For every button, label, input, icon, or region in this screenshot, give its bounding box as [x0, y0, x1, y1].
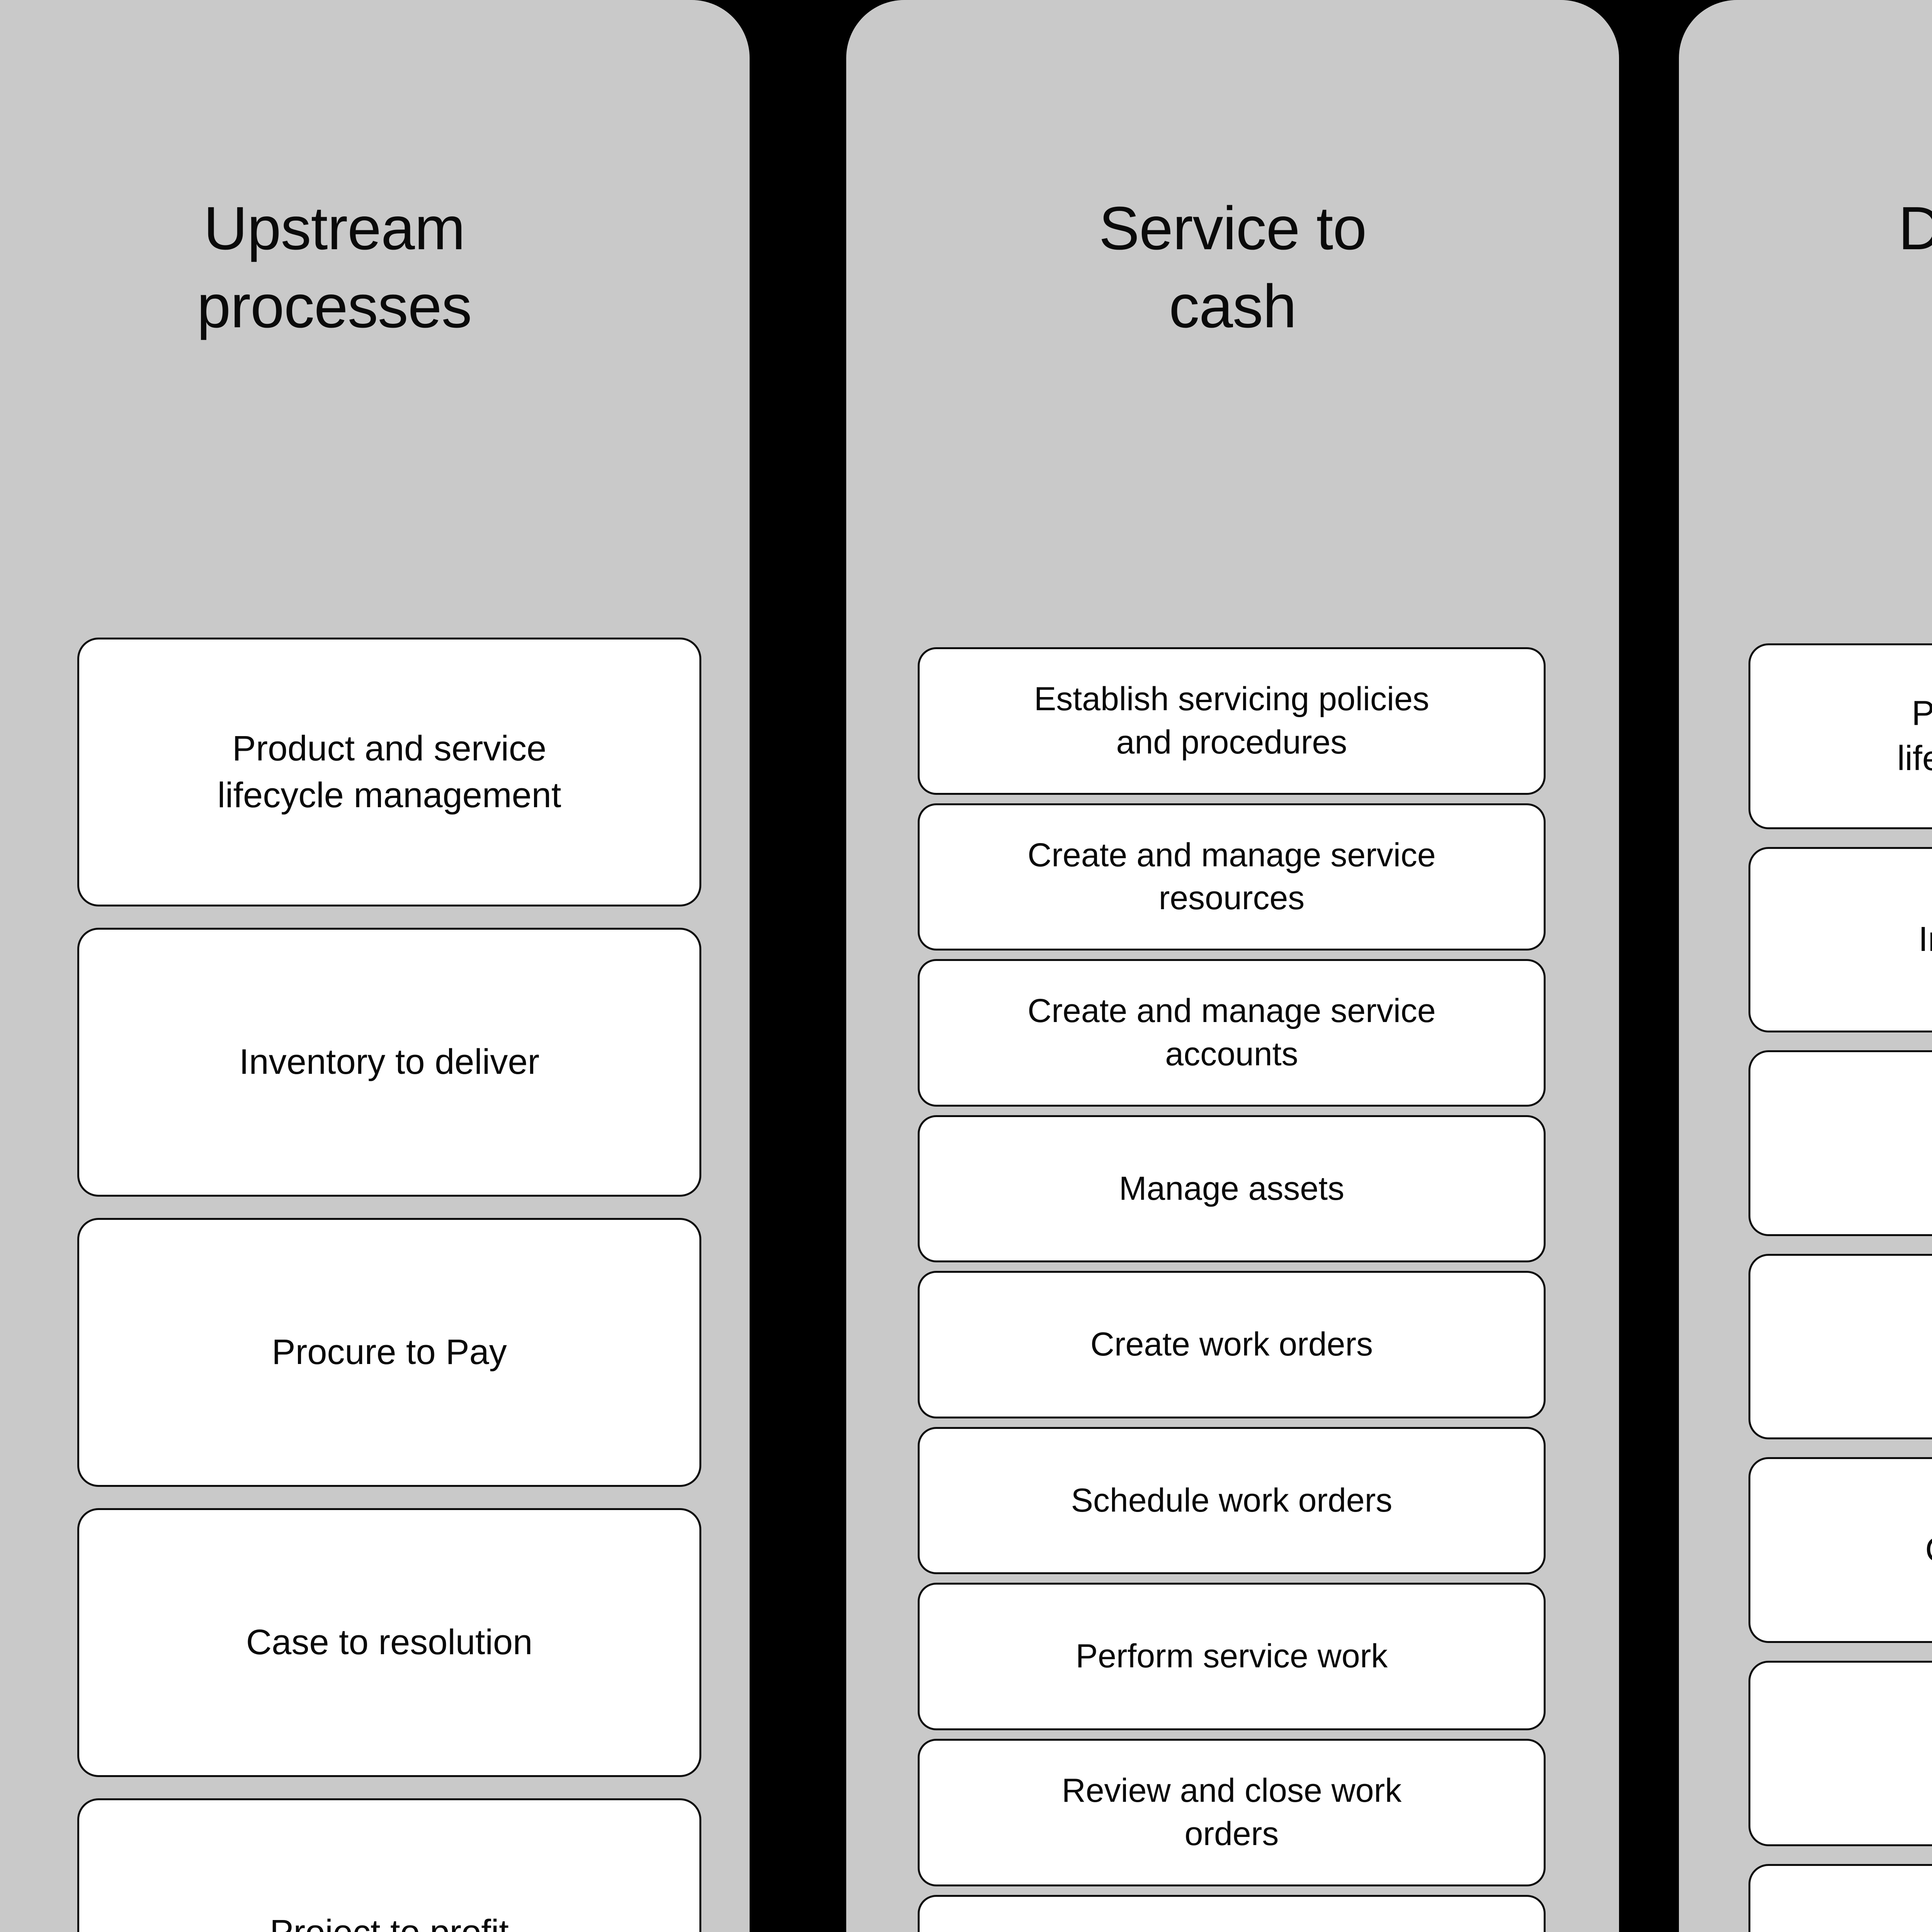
process-box[interactable]: Procure to Pay	[1748, 1253, 1932, 1440]
process-box-stack-service-to-cash: Establish servicing policies and procedu…	[918, 647, 1546, 1932]
process-box-label: Review and close work orders	[1061, 1772, 1402, 1852]
swimlane-downstream: Downstream processes Product and service…	[1679, 0, 1932, 1932]
process-box-label: Product and service lifecycle management	[217, 728, 561, 815]
process-box[interactable]: Case to resolution	[1748, 1457, 1932, 1643]
process-box-label: Schedule work orders	[1071, 1481, 1393, 1519]
process-box-label: Inventory to deliver	[1918, 920, 1932, 959]
process-box[interactable]: Project to profit	[77, 1798, 701, 1932]
process-box-label: Project to profit	[270, 1909, 509, 1932]
process-box[interactable]: Project to profit	[1748, 1660, 1932, 1847]
process-box-label: Perform service work	[1075, 1638, 1388, 1675]
process-box-label: Manage assets	[1119, 1170, 1345, 1207]
process-box-stack-downstream: Product and service lifecycle management…	[1748, 643, 1932, 1932]
process-box-label: Establish servicing policies and procedu…	[1034, 680, 1429, 761]
process-box-label: Create work orders	[1090, 1326, 1373, 1363]
swimlane-upstream: Upstream processes Product and service l…	[0, 0, 750, 1932]
process-box[interactable]: Analyze service operations	[918, 1895, 1546, 1932]
process-box-label: Case to resolution	[246, 1622, 533, 1662]
process-box-label: Create and manage service resources	[1027, 836, 1436, 917]
process-box[interactable]: Record to report	[1748, 1864, 1932, 1932]
process-box-label: Case to resolution	[1925, 1527, 1932, 1573]
process-box[interactable]: Product and service lifecycle management	[1748, 643, 1932, 829]
process-box[interactable]: Perform service work	[918, 1583, 1546, 1730]
process-box-label: Product and service lifecycle management	[1897, 694, 1932, 778]
process-box[interactable]: Product and service lifecycle management	[77, 638, 701, 906]
process-box[interactable]: Create and manage service resources	[918, 803, 1546, 951]
process-box[interactable]: Establish servicing policies and procedu…	[918, 647, 1546, 795]
process-box[interactable]: Manage assets	[918, 1115, 1546, 1263]
process-box[interactable]: Case to resolution	[77, 1508, 701, 1777]
process-box-stack-upstream: Product and service lifecycle management…	[77, 638, 701, 1932]
process-box[interactable]: Create and manage service accounts	[918, 959, 1546, 1107]
process-box[interactable]: Review and close work orders	[918, 1738, 1546, 1886]
process-box[interactable]: Order to cash	[1748, 1050, 1932, 1236]
process-box[interactable]: Procure to Pay	[77, 1218, 701, 1487]
process-box-label: Procure to Pay	[272, 1332, 507, 1372]
process-box[interactable]: Inventory to deliver	[77, 928, 701, 1197]
process-box[interactable]: Schedule work orders	[918, 1427, 1546, 1575]
swimlane-service-to-cash: Service to cash Establish servicing poli…	[846, 0, 1619, 1932]
process-box-label: Inventory to deliver	[239, 1042, 540, 1082]
lane-title-upstream: Upstream processes	[197, 194, 472, 341]
process-box[interactable]: Inventory to deliver	[1748, 847, 1932, 1033]
lane-title-service-to-cash: Service to cash	[1099, 194, 1367, 341]
process-box-label: Create and manage service accounts	[1027, 992, 1436, 1073]
process-box[interactable]: Create work orders	[918, 1271, 1546, 1418]
lane-title-downstream: Downstream processes	[1898, 194, 1932, 340]
